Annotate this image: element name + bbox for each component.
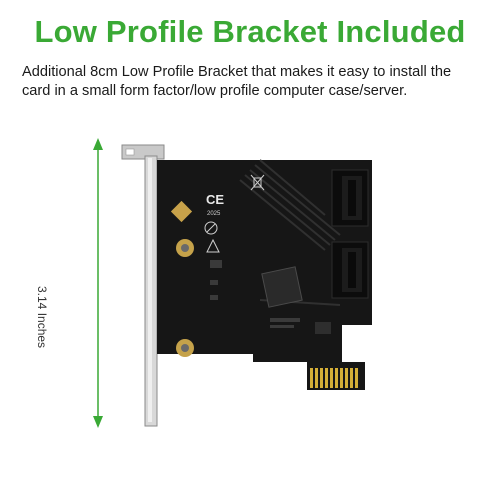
description-text: Additional 8cm Low Profile Bracket that …	[22, 64, 452, 99]
esd-warning-icon	[206, 238, 220, 253]
arrowhead-top	[93, 138, 103, 150]
controller-chip	[261, 266, 303, 308]
component-1	[210, 260, 222, 268]
sata-port-lower	[331, 241, 369, 299]
silkscreen-text	[270, 318, 300, 322]
pcie-gold-fingers	[307, 362, 365, 390]
height-label: 3.14 Inches	[35, 286, 49, 349]
height-dimension-arrow	[93, 138, 103, 428]
component-3	[210, 295, 218, 300]
silkscreen-text-2	[270, 325, 294, 328]
sata-card-image: CE 2025	[121, 144, 372, 427]
board-year: 2025	[207, 211, 221, 217]
mounting-hole-top	[176, 239, 194, 257]
sata-port-upper	[331, 169, 369, 227]
page-title: Low Profile Bracket Included	[34, 14, 466, 49]
pb-free-icon	[204, 221, 218, 235]
pcb-board: CE 2025	[157, 159, 372, 390]
low-profile-bracket	[121, 144, 165, 427]
arrowhead-bottom	[93, 416, 103, 428]
mounting-hole-bottom	[176, 339, 194, 357]
component-2	[210, 280, 218, 285]
weee-bin-icon	[250, 174, 265, 191]
ce-mark-icon: CE	[206, 192, 224, 207]
component-4	[315, 322, 331, 334]
copper-pad-icon	[170, 200, 193, 223]
